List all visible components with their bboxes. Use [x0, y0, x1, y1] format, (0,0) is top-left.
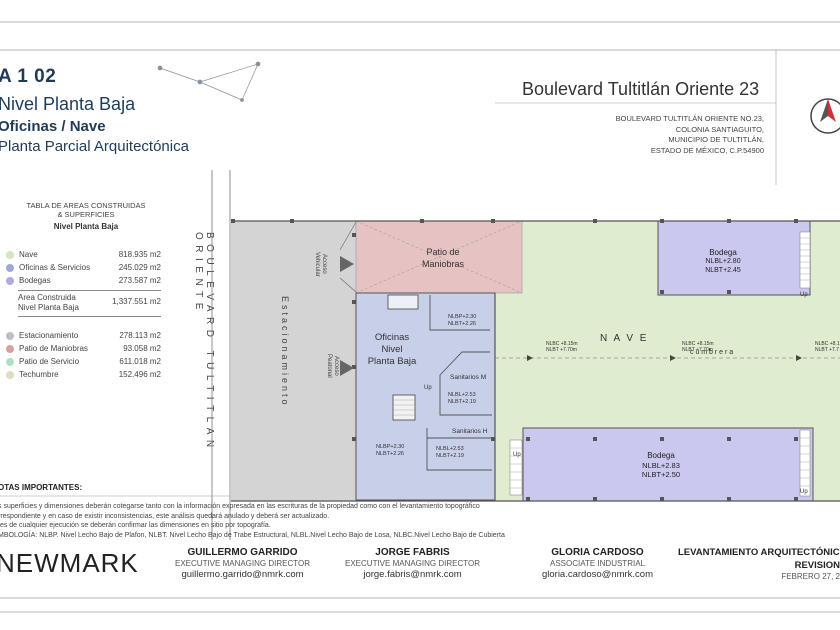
notes-body: s superficies y dimensiones deberán cote… [0, 502, 598, 540]
note-line: tes de cualquier ejecución se deberán co… [0, 522, 271, 529]
nave-label: N A V E [600, 333, 649, 344]
legend-swatch [6, 251, 14, 259]
staircases [509, 231, 811, 497]
pedestrian-access-arrow-icon [340, 360, 354, 376]
drawing-code: A 1 02 [0, 66, 57, 87]
address-title: Boulevard Tultitlán Oriente 23 [522, 79, 760, 99]
table-divider [18, 316, 161, 317]
address-line: ESTADO DE MÉXICO, C.P.54900 [650, 145, 764, 155]
legend-swatch [6, 358, 14, 366]
stair-up-label: Up [513, 452, 521, 458]
area-row-patio-maniobras: Patio de Maniobras 93.058 m2 [6, 343, 161, 355]
table-divider [18, 290, 161, 291]
note-line: MBOLOGÍA: NLBP. Nivel Lecho Bajo de Plaf… [0, 531, 505, 539]
stair-up-label: Up [800, 489, 808, 495]
nave-level-3: NLBC +8.1 NLBT +7.7 [815, 341, 840, 353]
area-row-bodegas: Bodegas 273.587 m2 [6, 275, 161, 287]
drawing-plan-type: Planta Parcial Arquitectónica [0, 138, 189, 155]
contact-email[interactable]: gloria.cardoso@nmrk.com [541, 569, 653, 580]
area-row-nave: Nave 818.935 m2 [6, 249, 161, 261]
patio-maniobras-label: Patio de Maniobras [421, 247, 465, 269]
note-line: rrespondiente y en caso de existir incon… [0, 512, 330, 520]
legend-swatch [6, 345, 14, 353]
address-line: COLONIA SANTIAGUITO, [675, 124, 764, 134]
brand-logo: NEWMARK [0, 548, 139, 578]
legend-swatch [6, 264, 14, 272]
address-block: BOULEVARD TULTITLÁN ORIENTE No.23, COLON… [560, 114, 764, 156]
bodega-top-label: Bodega NLBL+2.80 NLBT+2.45 [705, 248, 741, 274]
cumbrera-markers [527, 355, 802, 361]
parking-area [231, 221, 356, 501]
sanitarios-h-level: NLBL+2.53 NLBT+2.19 [436, 446, 464, 459]
area-row-oficinas: Oficinas & Servicios 245.029 m2 [6, 262, 161, 274]
contact-block-3: GLORIA CARDOSO ASSOCIATE INDUSTRIAL glor… [530, 546, 665, 581]
drawing-subtitle: Oficinas / Nave [0, 118, 106, 135]
bodega-bottom-area [522, 427, 814, 502]
area-table-title: TABLA DE AREAS CONSTRUIDAS & SUPERFICIES [26, 201, 146, 219]
road-label: BOULEVARD TULTITLAN ORIENTE [193, 232, 215, 453]
legend-swatch [6, 277, 14, 285]
bodega-bottom-label: Bodega NLBL+2.83 NLBT+2.50 [641, 451, 681, 479]
legend-swatch [6, 371, 14, 379]
drawing-level: Nivel Planta Baja [0, 94, 136, 114]
stair-treads [393, 237, 810, 489]
structural-columns [231, 219, 798, 501]
pedestrian-access-label: Acceso Peatonal [326, 354, 339, 378]
nave-level-2: NLBC +8.15m NLBT +7.70m [682, 341, 714, 353]
stair-up-label: Up [800, 292, 808, 298]
survey-block: LEVANTAMIENTO ARQUITECTÓNIC REVISION FEB… [678, 547, 840, 581]
area-row-patio-servicio: Patio de Servicio 611.018 m2 [6, 356, 161, 368]
built-area-value: 1,337.551 m2 [112, 297, 161, 306]
office-partitions [387, 294, 492, 471]
vehicle-access-label: Acceso Vehicular [314, 251, 327, 277]
area-table-subtitle: Nivel Planta Baja [53, 222, 119, 231]
contact-email[interactable]: jorge.fabris@nmrk.com [363, 569, 462, 580]
parking-label: Estacionamiento [280, 296, 290, 408]
contact-block-1: GUILLERMO GARRIDO EXECUTIVE MANAGING DIR… [170, 546, 315, 581]
cumbrera-label: c u m b r e r a [690, 349, 734, 356]
decorative-node-lines [157, 61, 261, 102]
stair-up-label: Up [424, 385, 432, 391]
north-arrow-icon [810, 98, 840, 134]
offices-level-bottom: NLBP+2.30 NLBT+2.26 [376, 444, 405, 457]
sanitarios-m-level: NLBL+2.53 NLBT+2.19 [448, 392, 476, 405]
notes-heading: OTAS IMPORTANTES: [0, 483, 83, 492]
address-line: MUNICIPIO DE TULTITLÁN, [668, 135, 764, 144]
sanitarios-m-label: Sanitarios M [450, 374, 487, 381]
area-row-techumbre: Techumbre 152.496 m2 [6, 369, 161, 381]
nave-level-1: NLBC +8.15m NLBT +7.70m [546, 341, 578, 353]
area-row-estacionamiento: Estacionamiento 278.113 m2 [6, 330, 161, 342]
contact-email[interactable]: guillermo.garrido@nmrk.com [181, 569, 304, 580]
built-area-label: Area Construida Nivel Planta Baja [18, 293, 79, 312]
offices-label: Oficinas Nivel Planta Baja [367, 332, 417, 367]
vehicle-access-arrow-icon [340, 256, 354, 272]
bodega-top-area [657, 220, 811, 296]
contact-block-2: JORGE FABRIS EXECUTIVE MANAGING DIRECTOR… [345, 547, 480, 580]
sanitarios-h-label: Sanitarios H [452, 428, 488, 435]
legend-swatch [6, 332, 14, 340]
note-line: s superficies y dimensiones deberán cote… [0, 503, 480, 510]
address-line: BOULEVARD TULTITLÁN ORIENTE No.23, [615, 114, 764, 123]
offices-level-top: NLBP+2.30 NLBT+2.26 [448, 314, 477, 327]
